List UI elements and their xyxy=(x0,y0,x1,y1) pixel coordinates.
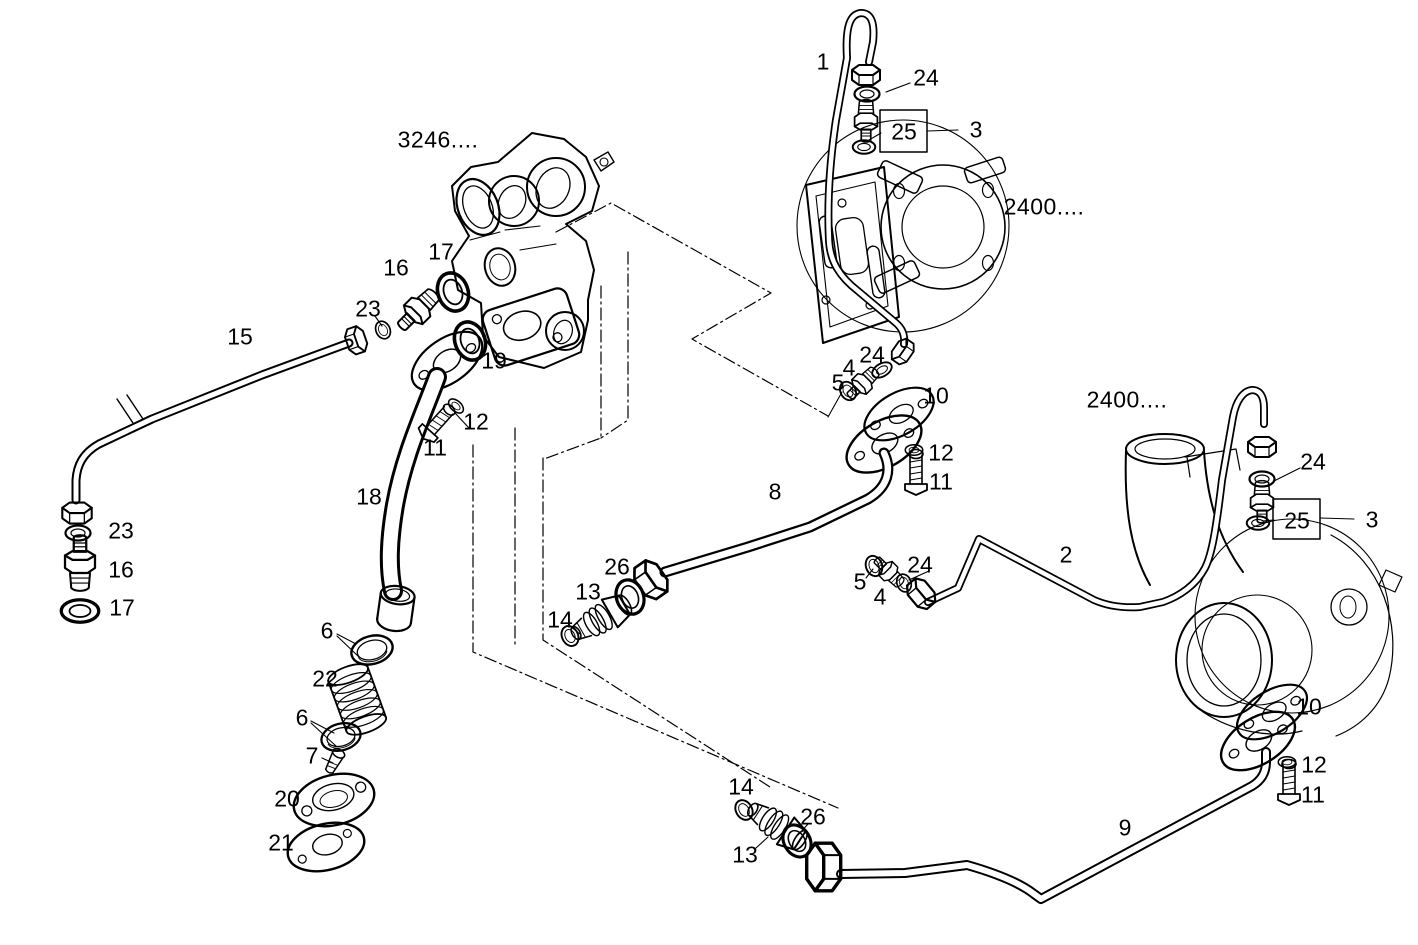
callout-11: 11 xyxy=(423,434,447,461)
gasket-10-lower xyxy=(1236,683,1308,741)
callout-11: 11 xyxy=(929,468,953,495)
pipe-15-bottom-nut xyxy=(61,501,93,525)
callout-13: 13 xyxy=(575,578,601,605)
callout-9: 9 xyxy=(1118,814,1132,841)
callout-16: 16 xyxy=(108,556,134,583)
callout-24: 24 xyxy=(1300,448,1326,475)
callout-4: 4 xyxy=(873,583,887,610)
gasket-21 xyxy=(286,821,366,873)
callout-24: 24 xyxy=(907,551,933,578)
callout-12: 12 xyxy=(463,408,489,435)
fitting-top xyxy=(853,98,879,143)
callout-24: 24 xyxy=(913,64,939,91)
pipe-15-nut xyxy=(341,323,371,357)
callout-box-25-top xyxy=(879,109,928,153)
callout-15: 15 xyxy=(227,323,253,350)
callout-13: 13 xyxy=(732,841,758,868)
pipe-8-nut xyxy=(627,555,675,605)
gasket-10-upper xyxy=(863,386,935,442)
callout-23: 23 xyxy=(355,295,381,322)
oil-feed-pipe-1 xyxy=(824,9,909,348)
pipe-1-union-nut xyxy=(851,64,881,86)
pipe-1-lower-nut xyxy=(887,335,919,368)
callout-4: 4 xyxy=(842,354,856,381)
callout-18: 18 xyxy=(356,483,382,510)
callout-26: 26 xyxy=(800,803,826,830)
pipe-2-left-nut xyxy=(901,573,941,614)
oil-drain-pipe-9 xyxy=(836,747,1271,904)
clamp-ring-6-top xyxy=(346,629,398,671)
callout-24: 24 xyxy=(859,341,885,368)
phantom-boundary-lines xyxy=(472,202,839,809)
oil-drain-pipe-8 xyxy=(659,447,894,578)
callout-22: 22 xyxy=(312,665,338,692)
pipe-9-flange xyxy=(1219,710,1297,772)
callout-20: 20 xyxy=(274,785,300,812)
callout-5: 5 xyxy=(853,568,867,595)
callout-2: 2 xyxy=(1059,541,1073,568)
callout-5: 5 xyxy=(831,369,845,396)
callout-6: 6 xyxy=(295,704,309,731)
callout-14: 14 xyxy=(728,773,754,800)
fitting-16-bottom xyxy=(63,534,97,592)
assembly-ref-label: 2400.... xyxy=(1086,386,1168,413)
pipe-2-union-nut xyxy=(1247,436,1277,458)
callout-25: 25 xyxy=(891,118,917,145)
callout-8: 8 xyxy=(768,478,782,505)
callout-box-25-right xyxy=(1272,498,1321,540)
callout-10: 10 xyxy=(1296,693,1322,720)
callout-6: 6 xyxy=(320,617,334,644)
callout-26: 26 xyxy=(604,553,630,580)
pipe-8-flange xyxy=(845,414,923,474)
callout-12: 12 xyxy=(1301,751,1327,778)
callout-11: 11 xyxy=(1301,781,1325,808)
bolt-11-upper xyxy=(904,448,928,496)
callout-7: 7 xyxy=(305,742,319,769)
pipe-9-nut xyxy=(805,841,843,893)
oil-feed-pipe-2 xyxy=(924,386,1268,612)
drain-hose-18 xyxy=(376,367,447,633)
turbocharger-right xyxy=(1124,433,1403,737)
callout-23: 23 xyxy=(108,517,134,544)
callout-14: 14 xyxy=(547,606,573,633)
leader-lines xyxy=(310,82,1355,849)
oring-23-top xyxy=(371,317,395,343)
callout-16: 16 xyxy=(383,254,409,281)
callout-1: 1 xyxy=(816,48,830,75)
callout-25: 25 xyxy=(1284,507,1310,534)
callout-10: 10 xyxy=(923,382,949,409)
callout-3: 3 xyxy=(1365,506,1379,533)
callout-19: 19 xyxy=(481,347,507,374)
hose-18-flange xyxy=(410,330,484,392)
callout-3: 3 xyxy=(969,116,983,143)
oring-17-bottom xyxy=(59,598,101,624)
washer-12-lower xyxy=(1277,755,1297,769)
callout-17: 17 xyxy=(109,594,135,621)
stud-7 xyxy=(324,747,346,774)
callout-21: 21 xyxy=(268,829,294,856)
turbocharger-top xyxy=(796,119,1010,344)
callout-17: 17 xyxy=(428,238,454,265)
assembly-ref-label: 2400.... xyxy=(1003,193,1085,220)
flange-20 xyxy=(292,772,376,828)
assembly-ref-label: 3246.... xyxy=(397,126,479,153)
washer-24-right xyxy=(1248,470,1276,488)
oring-17-top xyxy=(430,266,476,318)
callout-12: 12 xyxy=(928,439,954,466)
oil-manifold-housing xyxy=(451,132,615,369)
oil-pipe-15 xyxy=(71,338,354,505)
